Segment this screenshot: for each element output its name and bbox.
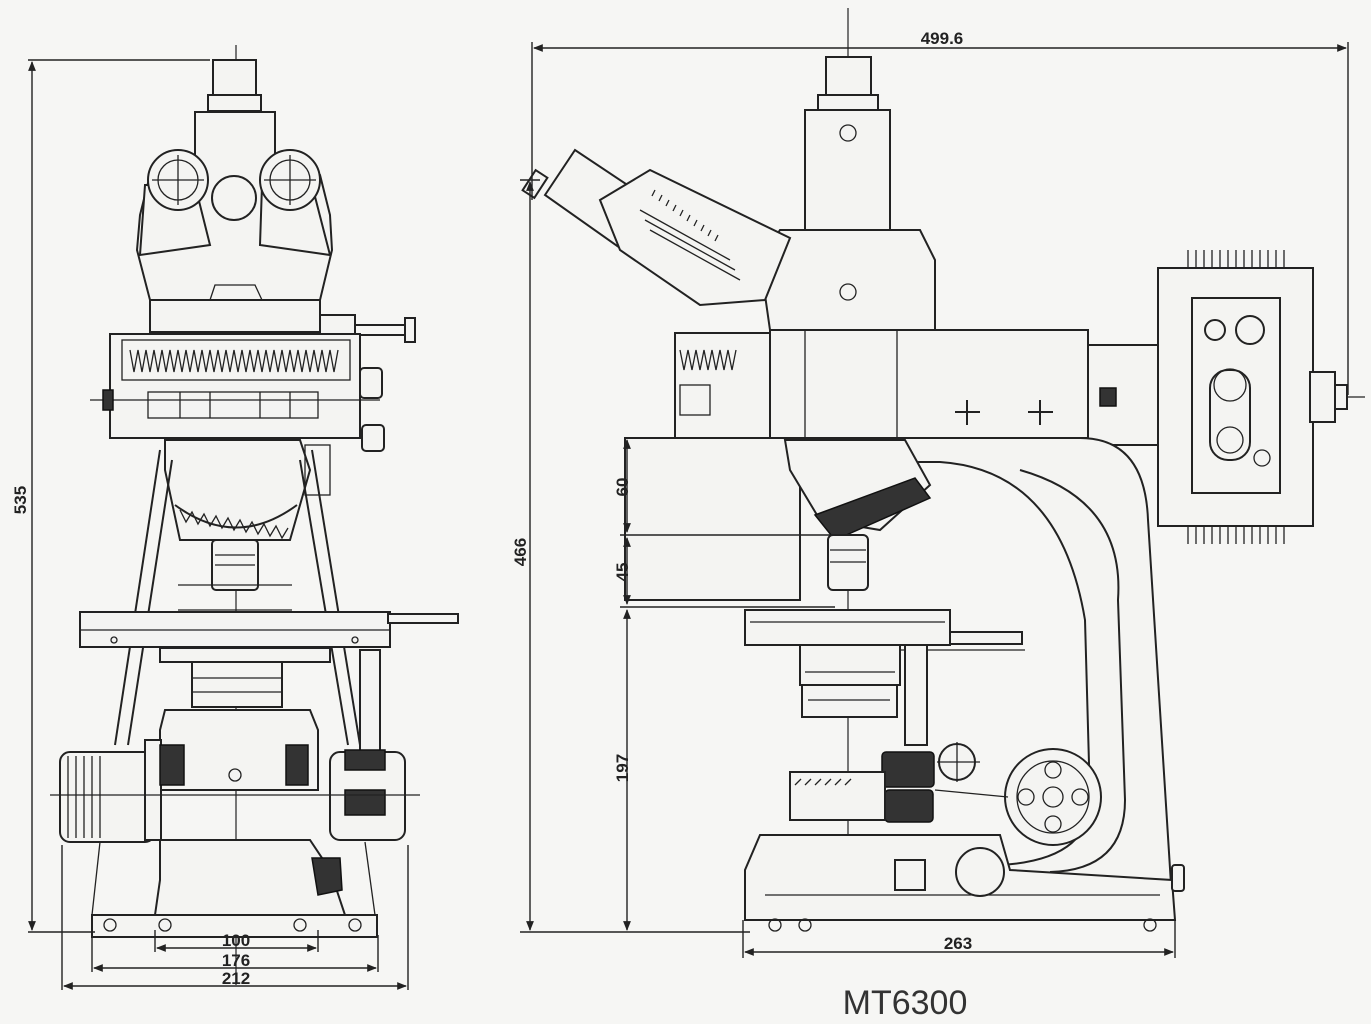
- side-lamp-connector: [1087, 344, 1161, 446]
- front-camera-port: [212, 59, 257, 97]
- front-head-mount: [149, 299, 321, 333]
- side-coarse-knob: [881, 751, 935, 788]
- front-filter-teeth: [129, 349, 339, 373]
- front-side-knob-left: [102, 389, 114, 411]
- side-crosshair-1: [955, 400, 980, 425]
- side-view: 499.6 466 60 45 197 263: [511, 8, 1365, 958]
- side-stage: [744, 609, 951, 646]
- side-fine-knob: [884, 789, 934, 823]
- front-camera-collar: [207, 94, 262, 112]
- front-nosepiece: [164, 439, 312, 541]
- side-camera-port: [825, 56, 872, 98]
- side-limb: [624, 437, 1174, 901]
- side-d1-label: 60: [613, 478, 632, 497]
- front-side-knob-right: [359, 367, 383, 399]
- side-dimension-base: 263: [742, 920, 1176, 958]
- front-stage-arm: [387, 613, 459, 624]
- front-lower-body: [159, 709, 319, 791]
- side-base-label: 263: [944, 934, 972, 953]
- front-condenser: [191, 661, 283, 708]
- front-base-mid-label: 176: [222, 951, 250, 970]
- side-stage-drive-knob: [1004, 748, 1102, 846]
- front-dimension-height: 535: [11, 59, 210, 933]
- side-illuminator-arm: [769, 329, 1089, 439]
- side-dimension-width: 499.6: [531, 29, 1349, 395]
- side-dimension-height: 466: [511, 179, 750, 933]
- front-eyepiece-left: [138, 149, 212, 257]
- front-center-port: [211, 175, 257, 221]
- front-focus-knob-left: [59, 751, 156, 843]
- side-d2-label: 45: [613, 563, 632, 582]
- front-dimension-base: 100 176 212: [61, 845, 409, 990]
- side-eyepiece-tube: [521, 148, 792, 307]
- side-head-upper: [804, 109, 891, 231]
- side-condenser: [799, 644, 901, 686]
- front-illuminator-block: [109, 333, 361, 439]
- model-label: MT6300: [843, 984, 968, 1022]
- side-crosshair-2: [1028, 400, 1053, 425]
- side-dimension-vertical-stack: 60 45 197: [613, 439, 835, 931]
- side-height-label: 466: [511, 538, 530, 566]
- front-height-label: 535: [11, 486, 30, 514]
- side-width-label: 499.6: [921, 29, 964, 48]
- side-d3-label: 197: [613, 754, 632, 782]
- front-base-plate: [91, 914, 378, 938]
- front-base-inner-label: 100: [222, 931, 250, 950]
- front-eyepiece-right: [258, 149, 332, 257]
- front-view: 535 100 176 212: [11, 45, 459, 990]
- side-lamphouse: [1157, 250, 1348, 544]
- front-base-outer-label: 212: [222, 969, 250, 988]
